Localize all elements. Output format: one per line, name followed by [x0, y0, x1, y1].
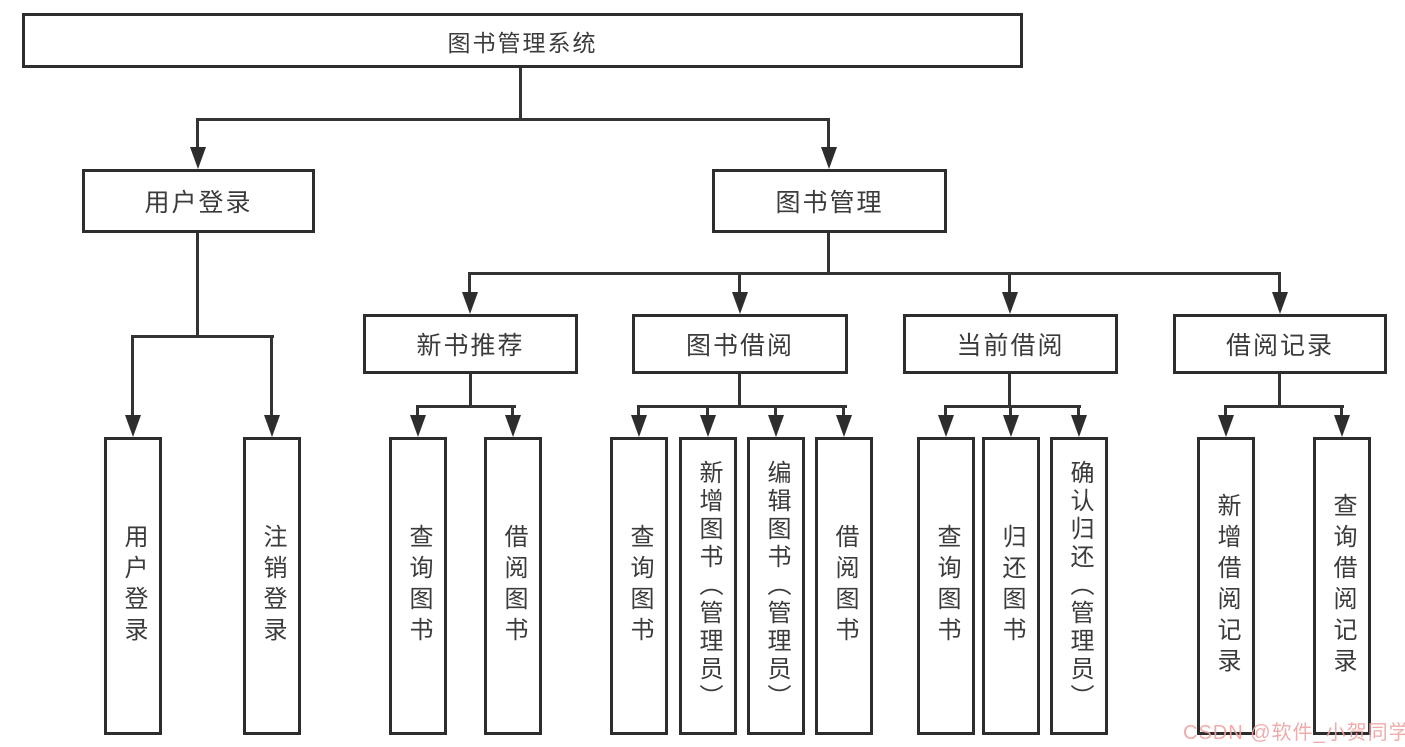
node-new-book-recommend-label: 新书推荐	[416, 332, 525, 360]
leaf-query-borrow-record-label: 查询借阅记录	[1329, 493, 1356, 679]
connector-line	[944, 405, 947, 417]
leaf-add-book-admin: 新增图书（管理员）	[679, 437, 737, 735]
connector-line	[196, 118, 199, 148]
leaf-confirm-return-admin-label: 确认归还（管理员）	[1066, 460, 1093, 712]
leaf-return-book-label: 归还图书	[998, 524, 1025, 648]
leaf-borrow-books-recommend-label: 借阅图书	[500, 524, 527, 648]
connector-line	[842, 405, 845, 417]
leaf-edit-book-admin-label: 编辑图书（管理员）	[763, 460, 790, 712]
connector-line	[1077, 405, 1080, 417]
connector-line	[738, 272, 741, 293]
arrow-down-icon	[768, 415, 784, 437]
connector-line	[196, 233, 199, 335]
node-root-label: 图书管理系统	[447, 29, 598, 56]
arrow-down-icon	[821, 147, 837, 169]
leaf-query-books-current-label: 查询图书	[933, 524, 960, 648]
connector-line	[1224, 405, 1227, 417]
leaf-user-login-label: 用户登录	[120, 524, 147, 648]
connector-line	[1008, 374, 1011, 405]
connector-line	[1278, 272, 1281, 293]
leaf-confirm-return-admin: 确认归还（管理员）	[1050, 437, 1108, 735]
leaf-add-book-admin-label: 新增图书（管理员）	[695, 460, 722, 712]
node-borrow-records: 借阅记录	[1173, 314, 1387, 374]
connector-line	[468, 272, 1281, 275]
leaf-edit-book-admin: 编辑图书（管理员）	[747, 437, 805, 735]
arrow-down-icon	[1218, 415, 1234, 437]
leaf-add-borrow-record: 新增借阅记录	[1197, 437, 1255, 735]
connector-line	[131, 335, 274, 338]
leaf-logout: 注销登录	[243, 437, 301, 735]
leaf-query-books-borrow-label: 查询图书	[626, 524, 653, 648]
leaf-query-books-recommend-label: 查询图书	[405, 524, 432, 648]
connector-line	[774, 405, 777, 417]
arrow-down-icon	[700, 415, 716, 437]
arrow-down-icon	[1071, 415, 1087, 437]
connector-line	[944, 405, 1081, 408]
node-user-login: 用户登录	[82, 169, 315, 233]
arrow-down-icon	[938, 415, 954, 437]
connector-line	[519, 68, 522, 118]
node-book-management: 图书管理	[712, 169, 947, 233]
connector-line	[270, 335, 273, 416]
arrow-down-icon	[190, 147, 206, 169]
arrow-down-icon	[836, 415, 852, 437]
node-current-borrow: 当前借阅	[903, 314, 1118, 374]
arrow-down-icon	[1003, 415, 1019, 437]
leaf-query-books-borrow: 查询图书	[610, 437, 668, 735]
arrow-down-icon	[125, 415, 141, 437]
arrow-down-icon	[1002, 292, 1018, 314]
leaf-borrow-books-borrow-label: 借阅图书	[831, 524, 858, 648]
leaf-query-books-recommend: 查询图书	[389, 437, 447, 735]
node-borrow-records-label: 借阅记录	[1225, 332, 1334, 360]
connector-line	[1009, 405, 1012, 417]
node-current-borrow-label: 当前借阅	[956, 332, 1065, 360]
connector-line	[469, 374, 472, 405]
connector-line	[196, 118, 830, 121]
connector-line	[1224, 405, 1344, 408]
node-user-login-label: 用户登录	[144, 189, 253, 217]
connector-line	[468, 272, 471, 293]
connector-line	[827, 118, 830, 148]
csdn-watermark: CSDN @软件_小贺同学	[1183, 722, 1405, 744]
connector-line	[1008, 272, 1011, 293]
leaf-query-books-current: 查询图书	[917, 437, 975, 735]
node-book-management-label: 图书管理	[775, 189, 884, 217]
node-new-book-recommend: 新书推荐	[363, 314, 578, 374]
arrow-down-icon	[732, 292, 748, 314]
leaf-user-login: 用户登录	[104, 437, 162, 735]
arrow-down-icon	[264, 415, 280, 437]
leaf-borrow-books-recommend: 借阅图书	[484, 437, 542, 735]
connector-line	[131, 335, 134, 416]
leaf-logout-label: 注销登录	[259, 524, 286, 648]
node-book-borrow: 图书借阅	[632, 314, 848, 374]
connector-line	[637, 405, 847, 408]
leaf-return-book: 归还图书	[982, 437, 1040, 735]
node-root: 图书管理系统	[22, 13, 1023, 68]
connector-line	[416, 405, 516, 408]
connector-line	[416, 405, 419, 417]
arrow-down-icon	[410, 415, 426, 437]
connector-line	[706, 405, 709, 417]
connector-line	[827, 233, 830, 272]
arrow-down-icon	[1272, 292, 1288, 314]
connector-line	[511, 405, 514, 417]
connector-line	[738, 374, 741, 405]
connector-line	[1340, 405, 1343, 417]
node-book-borrow-label: 图书借阅	[685, 332, 794, 360]
connector-line	[637, 405, 640, 417]
leaf-query-borrow-record: 查询借阅记录	[1313, 437, 1371, 735]
leaf-borrow-books-borrow: 借阅图书	[815, 437, 873, 735]
arrow-down-icon	[505, 415, 521, 437]
arrow-down-icon	[631, 415, 647, 437]
arrow-down-icon	[462, 292, 478, 314]
connector-line	[1278, 374, 1281, 405]
arrow-down-icon	[1334, 415, 1350, 437]
leaf-add-borrow-record-label: 新增借阅记录	[1213, 493, 1240, 679]
